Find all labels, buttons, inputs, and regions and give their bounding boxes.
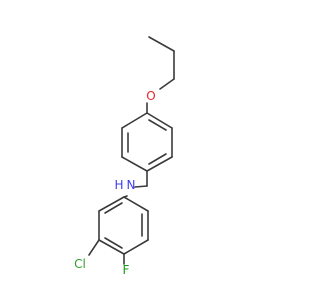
bond-ring2-d (98, 239, 125, 255)
bond-ring1-c (146, 156, 173, 172)
hydrogen-label: H (114, 178, 123, 192)
bond-ring1-d (121, 156, 148, 172)
bond-ch2-nitrogen (134, 185, 148, 188)
bond-ring1-double-2 (148, 153, 167, 165)
molecule-structure: O N H Cl F (74, 36, 175, 277)
chlorine-label: Cl (74, 257, 86, 271)
bond-ring2-double-2 (104, 237, 123, 249)
bond-ring2-a (123, 196, 149, 212)
bond-ring1-a (146, 112, 173, 129)
bond-ring2-double-3 (104, 202, 123, 214)
bond-ring1-f (121, 112, 148, 129)
bond-ring2-f (98, 196, 125, 212)
nitrogen-label: N (127, 178, 136, 192)
bond-ring2-c (123, 239, 149, 255)
bond-chain-3 (159, 78, 175, 90)
fluorine-label: F (123, 263, 130, 277)
oxygen-label: O (146, 89, 155, 103)
bond-ring2-chlorine (88, 239, 100, 256)
bond-ring1-double-1 (148, 119, 167, 131)
bond-chain-1 (148, 36, 175, 52)
